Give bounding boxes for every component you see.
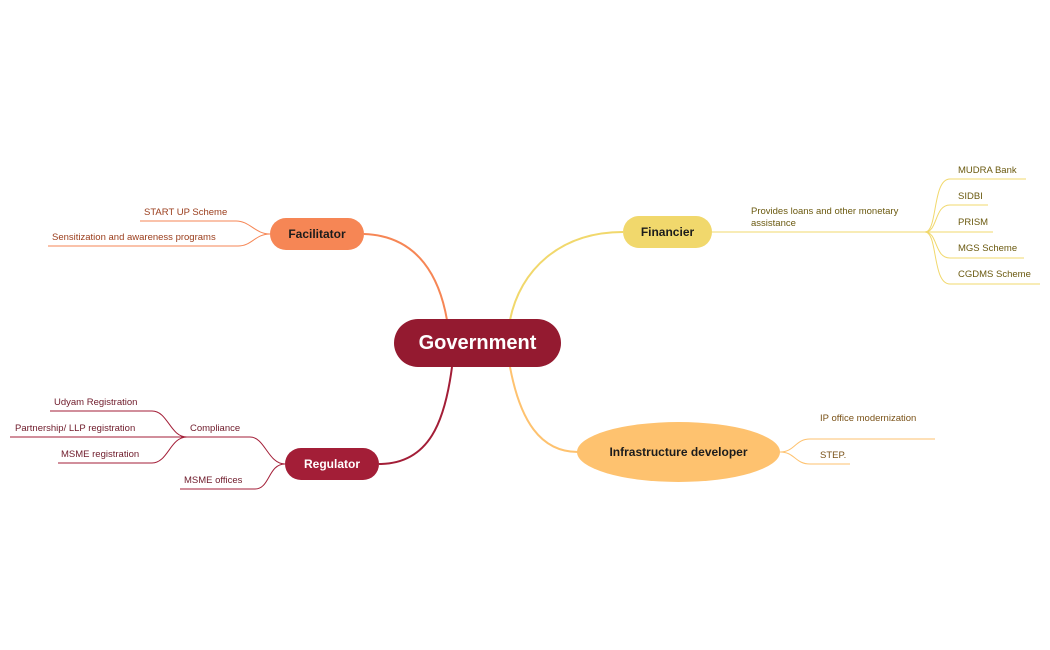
branch-financier[interactable]: Financier <box>623 216 712 248</box>
subtopic-mudra-bank[interactable]: MUDRA Bank <box>958 165 1017 176</box>
subtopic-udyam-registration[interactable]: Udyam Registration <box>54 397 138 408</box>
subtopic-provides-loans[interactable]: Provides loans and other monetary assist… <box>751 206 898 230</box>
connector-compliance-msme-reg <box>58 436 188 464</box>
connector-provides-cgdms <box>924 231 1040 285</box>
subtopic-compliance[interactable]: Compliance <box>190 423 241 434</box>
connector-provides-sidbi <box>924 204 988 233</box>
subtopic-provides-loans-line1: Provides loans and other monetary <box>751 206 899 217</box>
connector-infra-ip <box>779 438 935 453</box>
subtopic-cgdms-scheme[interactable]: CGDMS Scheme <box>958 269 1031 280</box>
subtopic-sidbi[interactable]: SIDBI <box>958 191 983 202</box>
connector-facilitator-sensitization <box>48 233 271 247</box>
subtopic-provides-loans-line2: assistance <box>751 218 796 229</box>
connector-central-facilitator <box>363 233 448 321</box>
connector-provides-mudra <box>924 178 1026 233</box>
branch-infrastructure-developer[interactable]: Infrastructure developer <box>577 422 780 482</box>
branch-facilitator[interactable]: Facilitator <box>270 218 364 250</box>
subtopic-partnership-llp-registration[interactable]: Partnership/ LLP registration <box>15 423 136 434</box>
connector-facilitator-startup <box>140 220 271 235</box>
subtopic-msme-offices[interactable]: MSME offices <box>184 475 243 486</box>
connector-central-financier <box>509 231 624 321</box>
connector-regulator-offices <box>180 463 286 490</box>
subtopic-prism[interactable]: PRISM <box>958 217 989 228</box>
connector-regulator-compliance <box>187 436 286 465</box>
subtopic-ip-office-modernization[interactable]: IP office modernization <box>820 413 917 424</box>
subtopic-start-up-scheme[interactable]: START UP Scheme <box>144 207 228 218</box>
subtopic-step[interactable]: STEP. <box>820 450 847 461</box>
connector-central-infrastructure <box>509 366 579 453</box>
subtopic-mgs-scheme[interactable]: MGS Scheme <box>958 243 1018 254</box>
central-topic-government[interactable]: Government <box>394 319 561 367</box>
connector-compliance-udyam <box>50 410 188 438</box>
subtopic-msme-registration[interactable]: MSME registration <box>61 449 140 460</box>
connector-infra-step <box>779 451 850 465</box>
subtopic-sensitization-programs[interactable]: Sensitization and awareness programs <box>52 232 216 243</box>
connector-central-regulator <box>378 366 453 465</box>
branch-regulator[interactable]: Regulator <box>285 448 379 480</box>
